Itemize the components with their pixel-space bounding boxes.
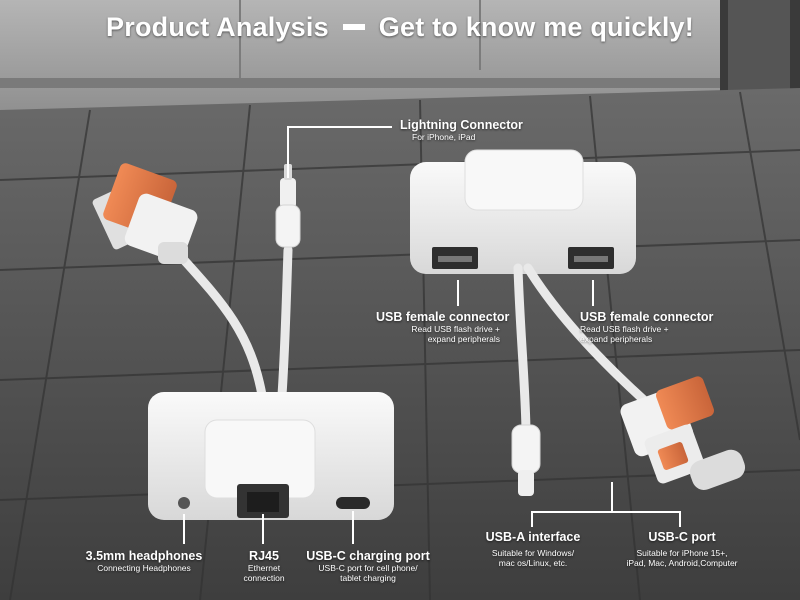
callout-usb-female-left-desc-2: expand peripherals — [427, 334, 500, 344]
page-title: Product Analysis Get to know me quickly! — [0, 12, 800, 43]
left-hub-body — [148, 392, 394, 520]
callout-usb-female-right-desc-2: expand peripherals — [580, 334, 653, 344]
callout-usbc-charging-desc-2: tablet charging — [340, 573, 396, 583]
callout-rj45: RJ45 Ethernet connection — [230, 549, 298, 583]
callout-usbc-port-name: USB-C port — [648, 530, 716, 544]
right-adapter-cables — [513, 263, 660, 435]
callout-lightning-name: Lightning Connector — [400, 118, 523, 132]
callout-usbc-port: USB-C port Suitable for iPhone 15+, iPad… — [620, 530, 744, 568]
callout-rj45-name: RJ45 — [249, 549, 279, 563]
callout-usb-female-right-name: USB female connector — [580, 310, 714, 324]
left-lightning-plug — [275, 164, 301, 248]
callout-rj45-desc-1: Ethernet — [247, 563, 281, 573]
callout-usb-female-right: USB female connector Read USB flash driv… — [580, 310, 713, 344]
callout-usba-desc-2: mac os/Linux, etc. — [498, 558, 568, 568]
callout-headphones-name: 3.5mm headphones — [85, 549, 203, 563]
callout-usb-female-left: USB female connector Read USB flash driv… — [376, 310, 510, 344]
right-hub-body — [410, 149, 636, 274]
callout-usb-female-left-name: USB female connector — [376, 310, 510, 324]
callout-lightning: Lightning Connector For iPhone, iPad — [400, 118, 523, 142]
callout-usba-name: USB-A interface — [485, 530, 581, 544]
callout-lines — [183, 126, 681, 544]
callout-usba: USB-A interface Suitable for Windows/ ma… — [478, 530, 588, 568]
title-left: Product Analysis — [106, 12, 329, 42]
title-right: Get to know me quickly! — [378, 12, 694, 42]
callout-headphones: 3.5mm headphones Connecting Headphones — [84, 549, 204, 573]
callout-usbc-port-desc-2: iPad, Mac, Android,Computer — [626, 558, 738, 568]
callout-usbc-charging-desc-1: USB-C port for cell phone/ — [318, 563, 418, 573]
callout-usb-female-left-desc-1: Read USB flash drive + — [411, 324, 500, 334]
left-adapter-cables — [170, 245, 293, 400]
callout-usbc-charging-name: USB-C charging port — [306, 549, 430, 563]
right-usb-a-c-plug — [620, 376, 746, 490]
callout-usb-female-right-desc-1: Read USB flash drive + — [580, 324, 669, 334]
callout-usbc-port-desc-1: Suitable for iPhone 15+, — [636, 548, 728, 558]
callout-lightning-desc: For iPhone, iPad — [412, 132, 476, 142]
title-dash — [342, 23, 365, 30]
left-usb-a-plug — [92, 163, 198, 264]
right-lightning-plug — [511, 424, 541, 496]
callout-usbc-charging: USB-C charging port USB-C port for cell … — [305, 549, 431, 583]
callout-rj45-desc-2: connection — [243, 573, 285, 583]
callout-headphones-desc: Connecting Headphones — [97, 563, 191, 573]
callout-usba-desc-1: Suitable for Windows/ — [491, 548, 575, 558]
